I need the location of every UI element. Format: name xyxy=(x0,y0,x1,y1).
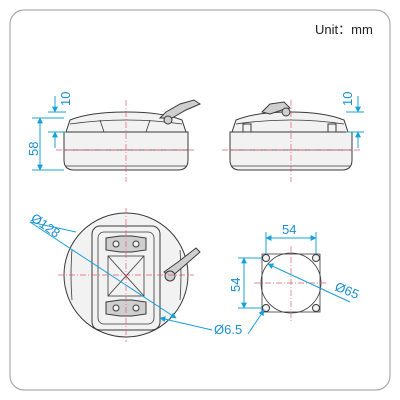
front-top-height-label: 10 xyxy=(58,92,73,106)
front-view-lever xyxy=(158,99,202,119)
side-top-height-label: 10 xyxy=(340,92,355,106)
unit-label: Unit：mm xyxy=(315,22,373,37)
hole-diameter-label: Ø6.5 xyxy=(214,322,242,337)
pattern-height-label: 54 xyxy=(228,278,243,292)
hole-top-right xyxy=(312,254,320,262)
front-view: 10 58 xyxy=(26,92,202,182)
front-total-height-label: 58 xyxy=(26,142,41,156)
drawing-frame xyxy=(9,9,391,391)
side-view-base xyxy=(229,131,353,171)
hole-top-left xyxy=(262,254,270,262)
hole-bottom-right xyxy=(312,304,320,312)
front-view-base xyxy=(63,131,189,171)
side-view-lever xyxy=(261,101,291,115)
hole-pattern-view: 54 54 Ø65 xyxy=(228,222,361,335)
side-view: 10 xyxy=(222,92,364,182)
top-view: Ø128 Ø6.5 xyxy=(28,208,242,342)
pattern-width-label: 54 xyxy=(282,222,296,237)
